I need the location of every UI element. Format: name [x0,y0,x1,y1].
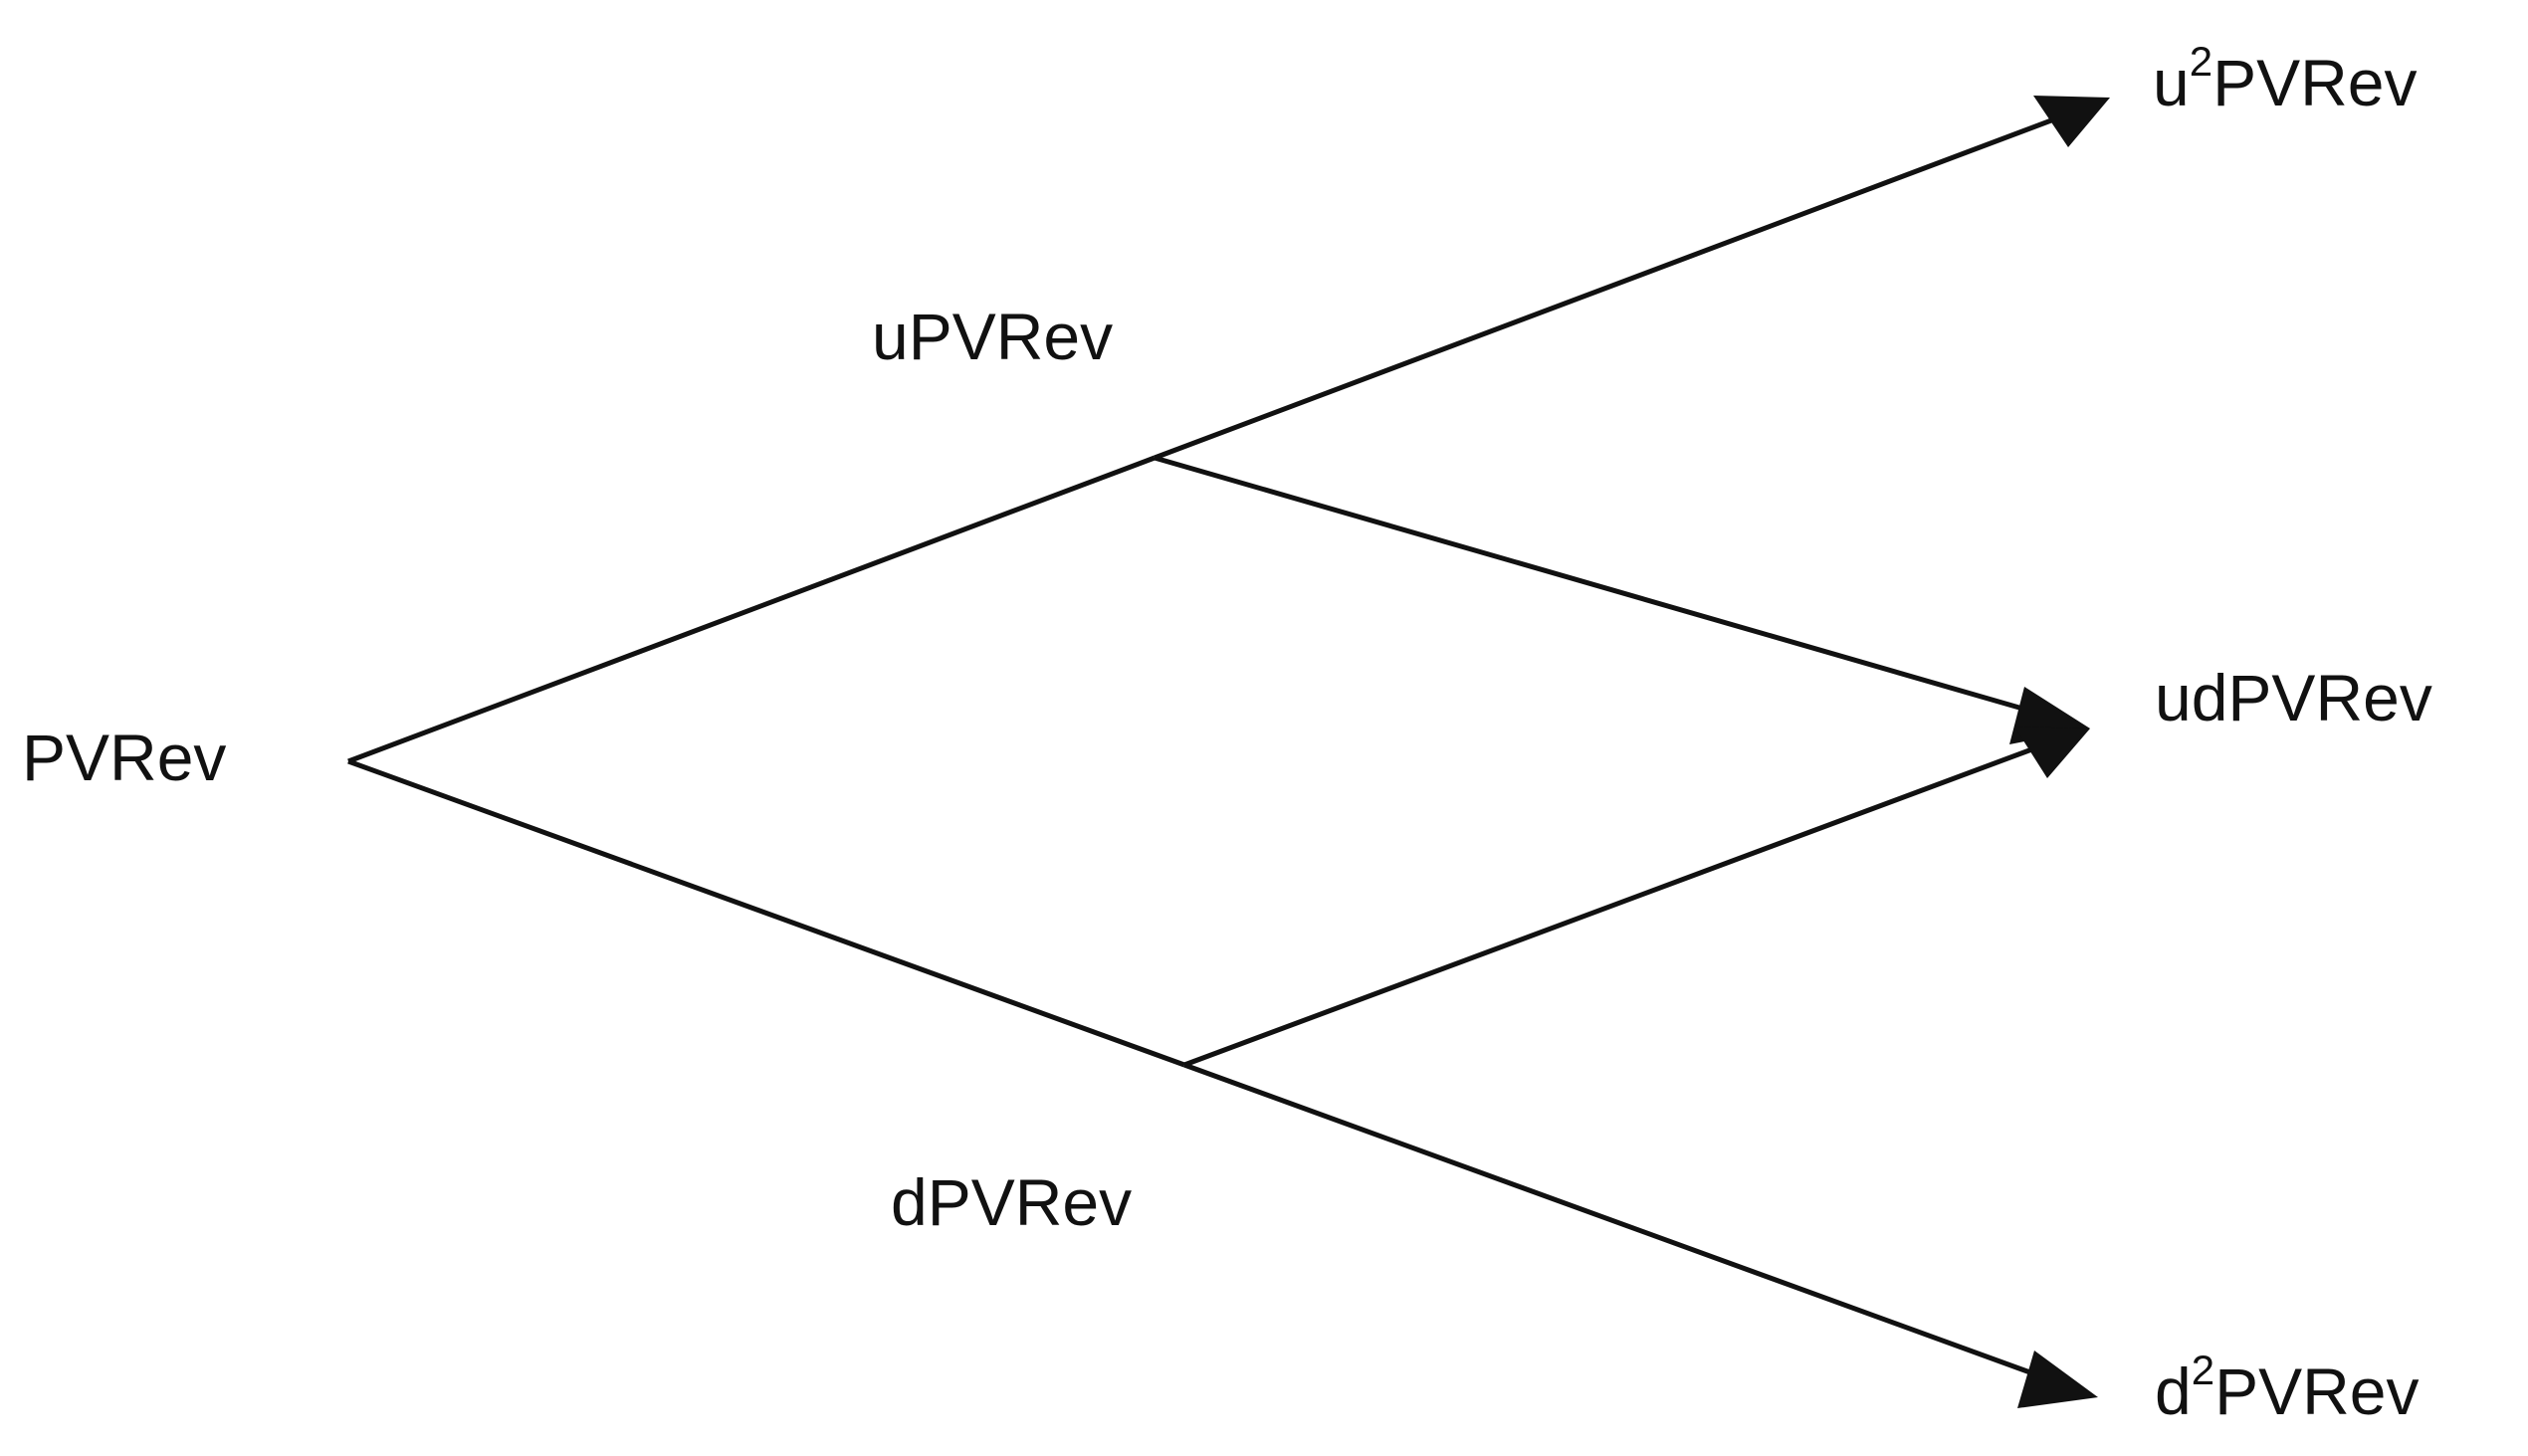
node-upup-prefix: u [2153,46,2190,119]
edge-up-to-upup [1154,108,2076,461]
node-downdown-suffix: PVRev [2214,1354,2420,1428]
edge-root-to-down [347,758,1185,1068]
node-upup-label: u2PVRev [2153,41,2418,116]
arrow-head-upup [2033,96,2110,147]
node-downdown-exponent: 2 [2191,1347,2215,1393]
edge-down-to-updown [1183,738,2054,1068]
node-down-label: dPVRev [891,1165,1133,1239]
edge-up-to-updown [1154,455,2051,720]
arrow-head-updown-from-down [2014,727,2090,778]
node-downdown-prefix: d [2155,1354,2192,1428]
arrow-head-downdown [2017,1351,2098,1408]
node-downdown-label: d2PVRev [2155,1350,2420,1425]
node-up-label: uPVRev [872,300,1114,373]
node-upup-exponent: 2 [2189,38,2213,85]
node-upup-suffix: PVRev [2212,46,2418,119]
node-updown-label: udPVRev [2155,661,2432,734]
edge-down-to-downdown [1183,1062,2061,1386]
edge-root-to-up [347,455,1156,764]
node-root-label: PVRev [22,721,227,794]
